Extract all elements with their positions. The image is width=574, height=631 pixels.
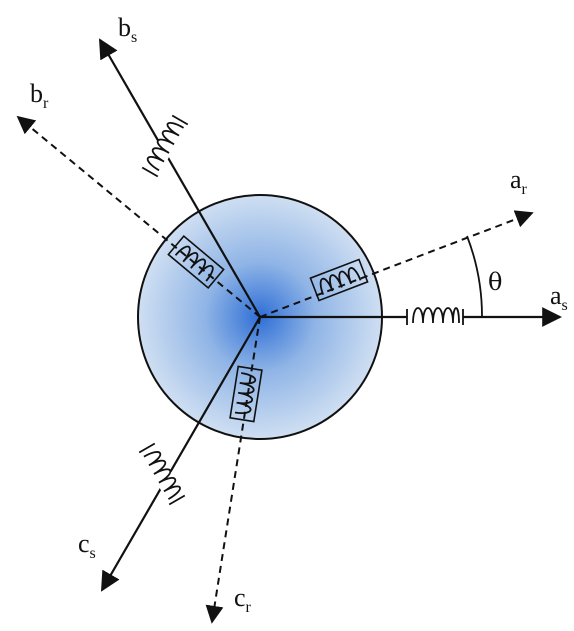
stator-axis-b bbox=[99, 38, 261, 318]
label-a-rotor-base: a bbox=[510, 165, 522, 194]
theta-label: θ bbox=[488, 268, 502, 296]
label-c-rotor-sub: r bbox=[246, 599, 252, 616]
theta-arc bbox=[466, 235, 483, 318]
stator-axis-c bbox=[101, 316, 261, 592]
label-c-stator-base: c bbox=[78, 529, 90, 558]
label-a-stator: as bbox=[550, 281, 568, 314]
label-c-rotor: cr bbox=[234, 583, 252, 616]
stator-coil-c bbox=[138, 442, 186, 506]
label-b-stator-sub: s bbox=[131, 29, 137, 46]
label-c-stator-sub: s bbox=[90, 545, 96, 562]
label-a-rotor-sub: r bbox=[522, 181, 528, 198]
label-c-stator: cs bbox=[78, 529, 96, 562]
label-b-rotor-sub: r bbox=[43, 95, 49, 112]
label-b-stator-base: b bbox=[118, 13, 131, 42]
label-b-stator: bs bbox=[118, 13, 137, 46]
rotor-axis-a bbox=[259, 210, 534, 318]
rotor-axis-b bbox=[16, 115, 261, 318]
label-b-rotor: br bbox=[30, 79, 49, 112]
label-a-stator-sub: s bbox=[562, 297, 568, 314]
label-a-rotor: ar bbox=[510, 165, 528, 198]
rotor-coil-c bbox=[229, 365, 263, 423]
label-a-stator-base: a bbox=[550, 281, 562, 310]
label-b-rotor-base: b bbox=[30, 79, 43, 108]
label-c-rotor-base: c bbox=[234, 583, 246, 612]
stator-coil-a bbox=[406, 307, 464, 325]
stator-coil-b bbox=[141, 114, 189, 178]
